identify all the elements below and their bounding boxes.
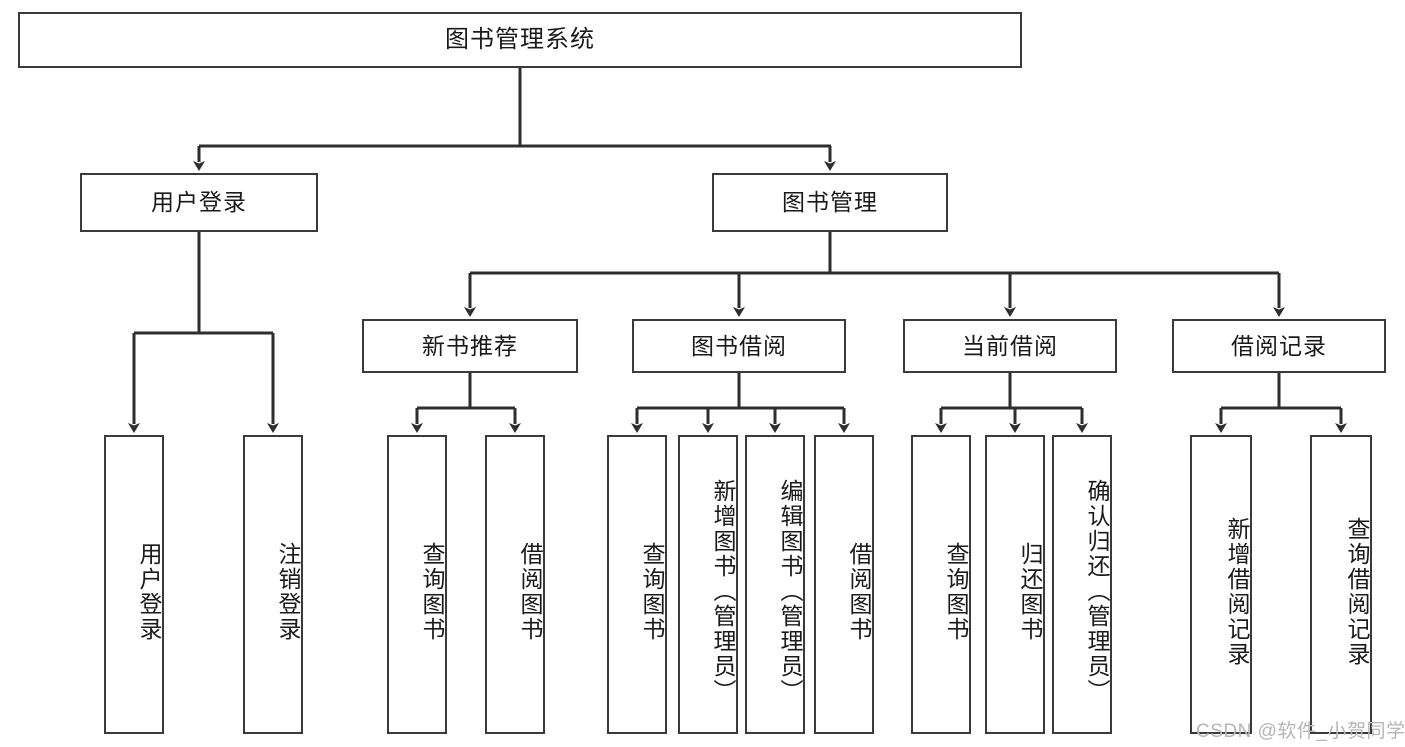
node-book-manage[interactable]: 图书管理 [712, 173, 948, 232]
node-label: 图书管理 [782, 189, 878, 216]
node-root-system[interactable]: 图书管理系统 [18, 12, 1022, 68]
node-label: 借阅图书 [517, 541, 543, 642]
node-leaf-query-book-rec[interactable]: 查询图书 [387, 435, 447, 734]
watermark-text: CSDN @软件_小贺同学 [1196, 721, 1405, 742]
node-label: 借阅记录 [1231, 332, 1327, 359]
node-leaf-user-logout[interactable]: 注销登录 [243, 435, 303, 734]
node-book-borrow[interactable]: 图书借阅 [632, 319, 846, 373]
node-current-borrow[interactable]: 当前借阅 [903, 319, 1117, 373]
node-label: 图书借阅 [691, 332, 787, 359]
node-label: 新增借阅记录 [1224, 516, 1250, 667]
node-label: 确认归还（管理员） [1084, 479, 1110, 704]
node-label: 查询借阅记录 [1344, 516, 1370, 667]
node-leaf-add-book[interactable]: 新增图书（管理员） [678, 435, 738, 734]
node-leaf-user-login[interactable]: 用户登录 [104, 435, 164, 734]
node-label: 查询图书 [943, 541, 969, 642]
node-label: 新书推荐 [422, 332, 518, 359]
node-label: 用户登录 [136, 541, 162, 642]
node-label: 查询图书 [419, 541, 445, 642]
node-label: 归还图书 [1017, 541, 1043, 642]
node-leaf-borrow-book[interactable]: 借阅图书 [814, 435, 874, 734]
node-label: 查询图书 [639, 541, 665, 642]
node-label: 当前借阅 [962, 332, 1058, 359]
node-leaf-query-book-borrow[interactable]: 查询图书 [607, 435, 667, 734]
node-leaf-query-record[interactable]: 查询借阅记录 [1310, 435, 1372, 734]
node-label: 编辑图书（管理员） [777, 479, 803, 704]
node-leaf-edit-book[interactable]: 编辑图书（管理员） [745, 435, 805, 734]
node-label: 用户登录 [151, 189, 247, 216]
node-leaf-confirm-return[interactable]: 确认归还（管理员） [1052, 435, 1112, 734]
node-label: 注销登录 [275, 541, 301, 642]
node-leaf-add-record[interactable]: 新增借阅记录 [1190, 435, 1252, 734]
node-leaf-borrow-book-rec[interactable]: 借阅图书 [485, 435, 545, 734]
node-leaf-return-book[interactable]: 归还图书 [985, 435, 1045, 734]
node-borrow-record[interactable]: 借阅记录 [1172, 319, 1386, 373]
node-label: 新增图书（管理员） [710, 479, 736, 704]
node-new-book-rec[interactable]: 新书推荐 [362, 319, 578, 373]
node-leaf-query-book-current[interactable]: 查询图书 [911, 435, 971, 734]
node-label: 借阅图书 [846, 541, 872, 642]
node-label: 图书管理系统 [445, 26, 595, 54]
node-user-login[interactable]: 用户登录 [80, 173, 318, 232]
